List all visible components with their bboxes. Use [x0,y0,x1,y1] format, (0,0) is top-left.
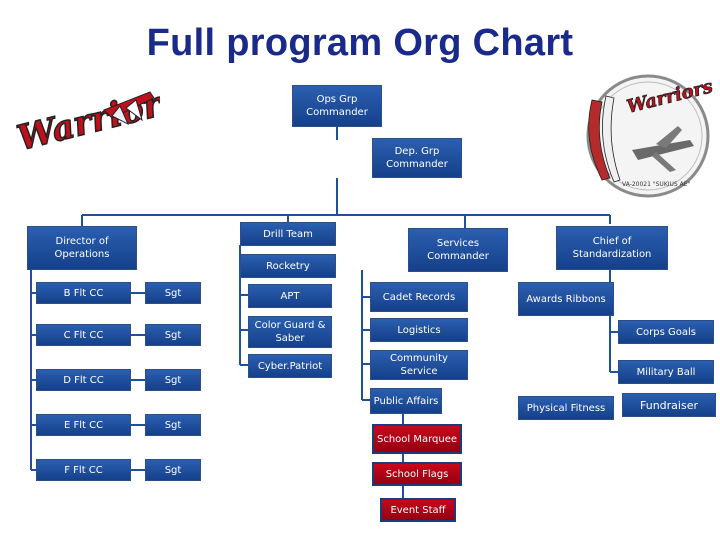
awards-ribbons-box: Awards Ribbons [518,282,614,316]
b-flt-cc-box: B Flt CC [36,282,131,304]
drill-team-box: Drill Team [240,222,336,246]
community-service-box: Community Service [370,350,468,380]
public-affairs-box: Public Affairs [370,388,442,414]
d-flt-sgt-box: Sgt [145,369,201,391]
cadet-records-box: Cadet Records [370,282,468,312]
fundraiser-box: Fundraiser [622,393,716,417]
corps-goals-box: Corps Goals [618,320,714,344]
page-title: Full program Org Chart [146,22,574,64]
color-guard-saber-box: Color Guard & Saber [248,316,332,348]
cyber-patriot-box: Cyber.Patriot [248,354,332,378]
e-flt-cc-box: E Flt CC [36,414,131,436]
ops-grp-commander-box: Ops Grp Commander [292,85,382,127]
c-flt-sgt-box: Sgt [145,324,201,346]
director-of-operations-box: Director of Operations [27,226,137,270]
warriors-logo-icon: Warriors [13,79,160,159]
dep-grp-commander-box: Dep. Grp Commander [372,138,462,178]
logistics-box: Logistics [370,318,468,342]
warriors-logo-text: Warriors [13,80,160,159]
chief-of-standardization-box: Chief of Standardization [556,226,668,270]
military-ball-box: Military Ball [618,360,714,384]
school-flags-box: School Flags [372,462,462,486]
rocketry-box: Rocketry [240,254,336,278]
physical-fitness-box: Physical Fitness [518,396,614,420]
c-flt-cc-box: C Flt CC [36,324,131,346]
f-flt-cc-box: F Flt CC [36,459,131,481]
e-flt-sgt-box: Sgt [145,414,201,436]
event-staff-box: Event Staff [380,498,456,522]
warriors-jet-seal-icon: Warriors VA-20021 "SUKIUS AE" [586,74,714,198]
seal-bottom-text: VA-20021 "SUKIUS AE" [622,181,691,188]
apt-box: APT [248,284,332,308]
services-commander-box: Services Commander [408,228,508,272]
d-flt-cc-box: D Flt CC [36,369,131,391]
school-marquee-box: School Marquee [372,424,462,454]
f-flt-sgt-box: Sgt [145,459,201,481]
b-flt-sgt-box: Sgt [145,282,201,304]
